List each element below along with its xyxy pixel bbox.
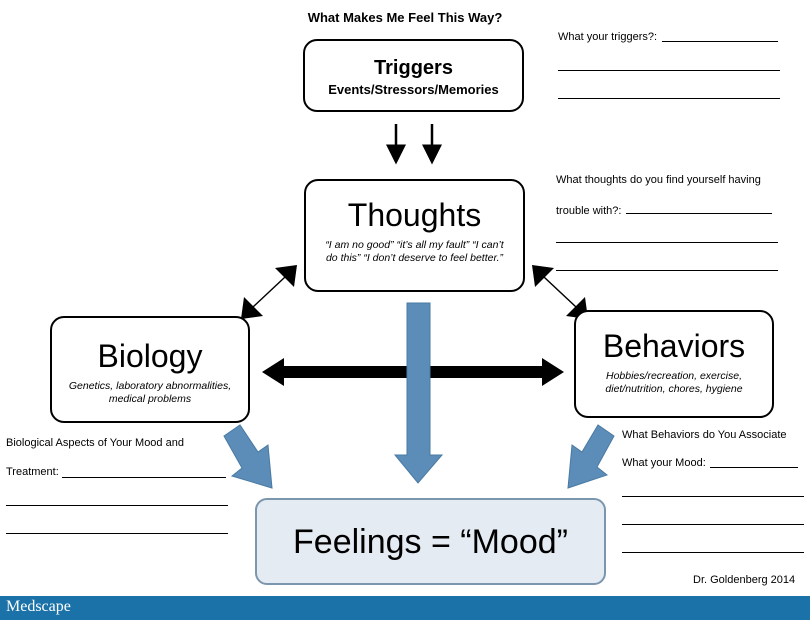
triggers-prompt: What your triggers?: xyxy=(558,31,658,43)
behaviors-answer-line-1[interactable] xyxy=(710,467,798,468)
triggers-answer-line-3[interactable] xyxy=(558,98,780,99)
diagram-title: What Makes Me Feel This Way? xyxy=(307,10,503,25)
triggers-answer-line-2[interactable] xyxy=(558,70,780,71)
medscape-logo: Medscape xyxy=(6,598,71,615)
thoughts-answer-line-2[interactable] xyxy=(556,242,778,243)
thoughts-answer-line-1[interactable] xyxy=(626,213,772,214)
thoughts-feelings-blue-arrow xyxy=(393,302,444,484)
behaviors-subtitle: Hobbies/recreation, exercise, diet/nutri… xyxy=(605,370,743,395)
thoughts-prompt-line1: What thoughts do you find yourself havin… xyxy=(556,174,761,186)
author-credit: Dr. Goldenberg 2014 xyxy=(693,574,796,586)
triggers-subtitle: Events/Stressors/Memories xyxy=(328,82,499,97)
thoughts-title: Thoughts xyxy=(347,197,482,233)
footer-bar xyxy=(0,596,810,620)
behaviors-prompt-line2: What your Mood: xyxy=(622,457,706,469)
biology-answer-line-3[interactable] xyxy=(6,533,228,534)
behaviors-answer-line-4[interactable] xyxy=(622,552,804,553)
triggers-box: Triggers Events/Stressors/Memories xyxy=(303,39,524,112)
triggers-answer-line-1[interactable] xyxy=(662,41,778,42)
behaviors-prompt-line1: What Behaviors do You Associate xyxy=(622,429,787,441)
feelings-box: Feelings = “Mood” xyxy=(255,498,606,585)
biology-title: Biology xyxy=(97,338,203,374)
biology-subtitle: Genetics, laboratory abnormalities, medi… xyxy=(68,380,232,405)
biology-prompt-line2: Treatment: xyxy=(6,466,59,478)
triggers-title: Triggers xyxy=(374,57,453,79)
thoughts-answer-line-3[interactable] xyxy=(556,270,778,271)
biology-box: Biology Genetics, laboratory abnormaliti… xyxy=(50,316,250,423)
biology-feelings-blue-arrow xyxy=(223,424,273,489)
feelings-title: Feelings = “Mood” xyxy=(293,523,568,561)
behaviors-title: Behaviors xyxy=(602,328,746,364)
biology-answer-line-1[interactable] xyxy=(62,477,226,478)
thoughts-prompt-line2: trouble with?: xyxy=(556,205,622,217)
thoughts-biology-double-arrow xyxy=(241,265,297,319)
biology-answer-line-2[interactable] xyxy=(6,505,228,506)
behaviors-box: Behaviors Hobbies/recreation, exercise, … xyxy=(574,310,774,418)
thoughts-box: Thoughts “I am no good” “it’s all my fau… xyxy=(304,179,525,292)
behaviors-answer-line-2[interactable] xyxy=(622,496,804,497)
biology-prompt-line1: Biological Aspects of Your Mood and xyxy=(6,437,184,449)
thoughts-examples: “I am no good” “it’s all my fault” “I ca… xyxy=(325,239,504,264)
thoughts-behaviors-double-arrow xyxy=(532,265,588,319)
behaviors-answer-line-3[interactable] xyxy=(622,524,804,525)
behaviors-feelings-blue-arrow xyxy=(567,424,615,489)
